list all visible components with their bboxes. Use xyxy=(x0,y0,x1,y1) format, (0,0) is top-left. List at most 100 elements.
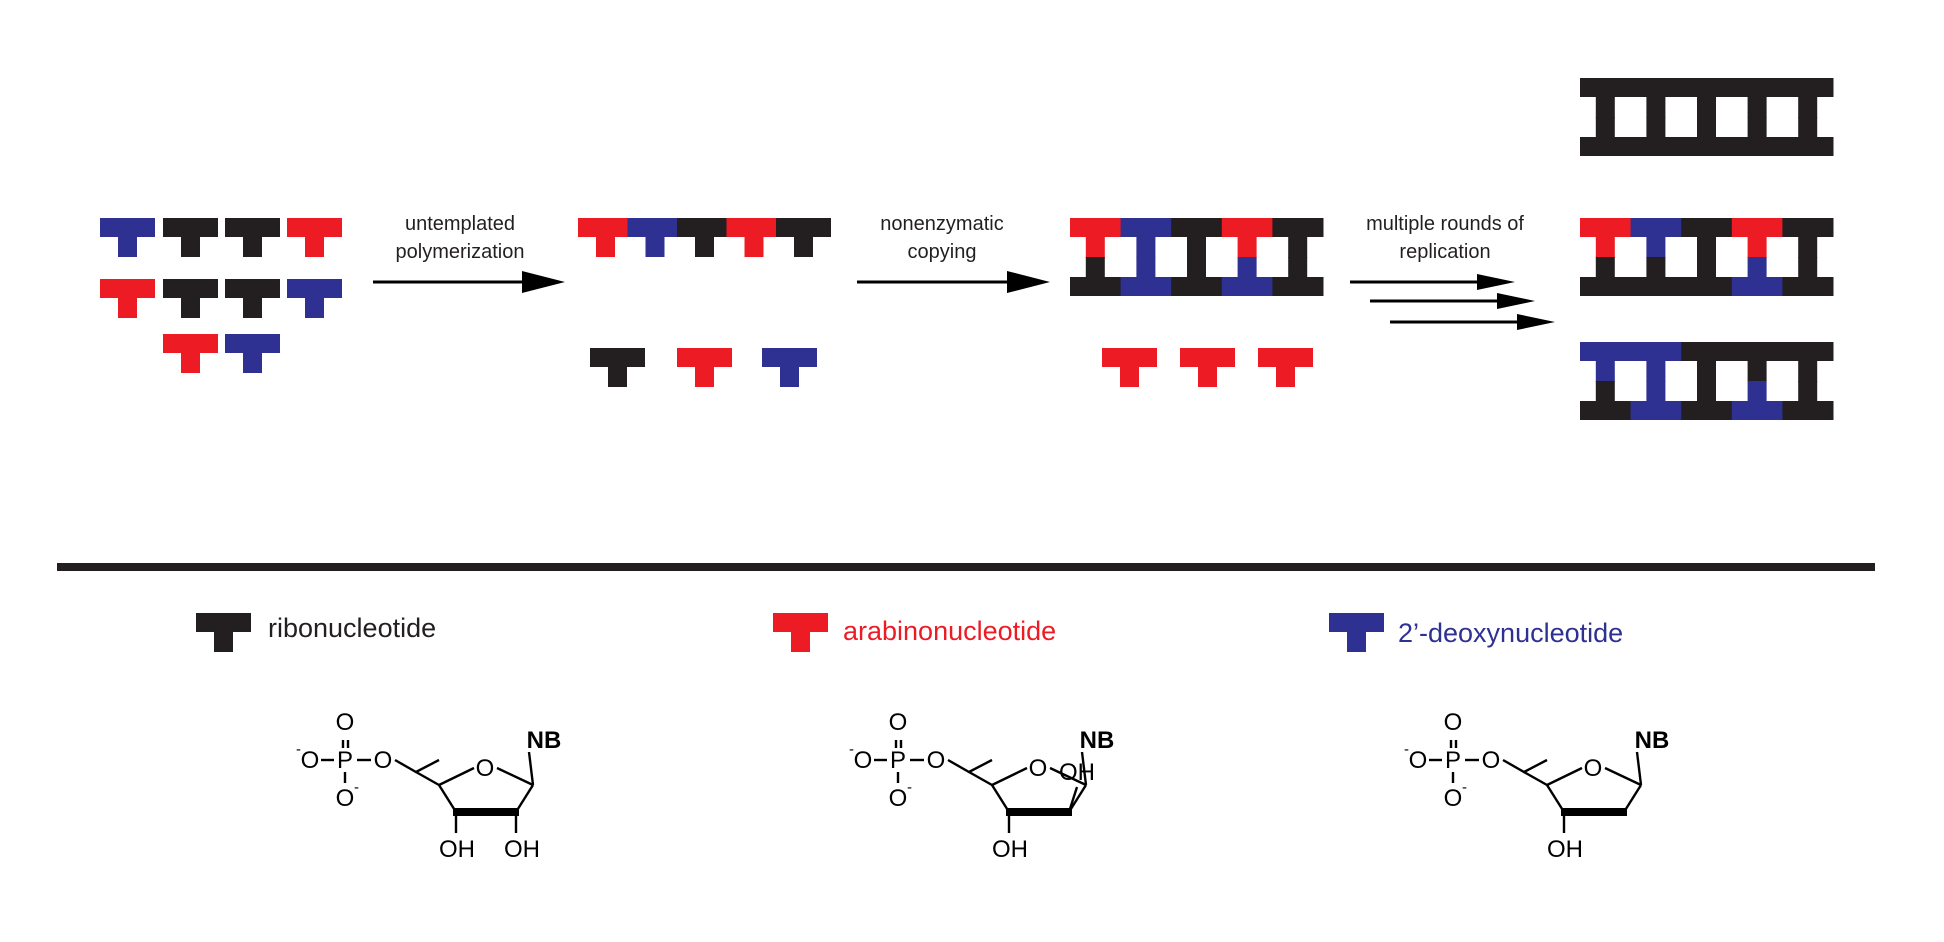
replication-products xyxy=(1580,78,1834,420)
bond xyxy=(438,766,475,787)
free-arabino-tile xyxy=(1102,348,1157,387)
free-ribo-tile xyxy=(590,348,645,387)
phosphorus-atom: P xyxy=(337,747,353,774)
bond xyxy=(1067,784,1088,813)
legend-arabino-icon xyxy=(773,613,828,652)
bond xyxy=(1635,751,1643,786)
pool-arabino-tile xyxy=(100,279,155,318)
product-3-bottom-ribo-unit xyxy=(1580,381,1632,420)
nucleobase-label: NB xyxy=(1635,727,1670,754)
legend-icons xyxy=(196,613,1384,652)
charge-minus: - xyxy=(354,779,359,796)
free-monomers-step3 xyxy=(1102,348,1313,387)
legend-ribo-icon xyxy=(196,613,251,652)
product-2-top-ribo-unit xyxy=(1782,218,1834,258)
bond xyxy=(990,784,1011,813)
bond xyxy=(894,740,903,748)
product-duplex-3 xyxy=(1580,342,1834,420)
nucleobase-label: NB xyxy=(1080,727,1115,754)
duplex-top-ribo-unit xyxy=(1171,218,1223,258)
hydroxyl-3prime: OH xyxy=(992,836,1028,863)
oxygen-atom: O xyxy=(927,747,946,774)
oxygen-atom: O xyxy=(889,709,908,736)
bond xyxy=(496,766,534,787)
product-2-bottom-ribo-unit xyxy=(1782,257,1834,296)
bond xyxy=(1523,770,1548,787)
duplex-top-arabino-unit xyxy=(1221,218,1273,258)
oxygen-atom: O xyxy=(374,747,393,774)
charge-minus: - xyxy=(1462,779,1467,796)
product-3-bottom-deoxy-unit xyxy=(1731,381,1783,420)
pool-deoxy-tile xyxy=(287,279,342,318)
charge-minus: - xyxy=(1404,741,1409,758)
pool-deoxy-tile xyxy=(225,334,280,373)
arrow-step-1 xyxy=(373,271,565,293)
nucleobase-label: NB xyxy=(527,727,562,754)
bond xyxy=(394,758,440,774)
product-2-top-arabino-unit xyxy=(1580,218,1632,258)
free-arabino-tile xyxy=(677,348,732,387)
ring-oxygen-atom: O xyxy=(476,755,495,782)
oxygen-atom: O xyxy=(336,785,355,812)
strand-arabino-unit xyxy=(578,218,633,257)
product-2-bottom-ribo-unit xyxy=(1681,257,1733,296)
pool-ribo-tile xyxy=(163,279,218,318)
phosphorus-atom: P xyxy=(890,747,906,774)
bond xyxy=(1546,766,1583,787)
free-deoxy-tile xyxy=(762,348,817,387)
arrow-step-2 xyxy=(857,271,1050,293)
bond xyxy=(437,784,458,813)
duplex-bottom-deoxy-unit xyxy=(1120,257,1172,296)
hydroxyl-3prime: OH xyxy=(439,836,475,863)
product-1-top-ribo-unit xyxy=(1630,78,1682,118)
oxygen-atom: O xyxy=(854,747,873,774)
strand-ribo-unit xyxy=(776,218,831,257)
product-3-bottom-ribo-unit xyxy=(1681,381,1733,420)
product-3-top-ribo-unit xyxy=(1731,342,1783,382)
oxygen-atom: O xyxy=(1444,785,1463,812)
duplex-bottom-ribo-unit xyxy=(1171,257,1223,296)
hydroxyl-2prime-up: OH xyxy=(1059,759,1095,786)
bond xyxy=(514,784,535,813)
bond xyxy=(1067,786,1079,813)
oxygen-atom: O xyxy=(336,709,355,736)
product-3-top-deoxy-unit xyxy=(1580,342,1632,382)
oxygen-atom: O xyxy=(1409,747,1428,774)
step-2-label-line1: nonenzymatic xyxy=(880,213,1003,235)
charge-minus: - xyxy=(907,779,912,796)
product-2-top-deoxy-unit xyxy=(1630,218,1682,258)
ring-oxygen-atom: O xyxy=(1029,755,1048,782)
product-2-bottom-ribo-unit xyxy=(1630,257,1682,296)
product-duplex-1 xyxy=(1580,78,1834,156)
duplex-bottom-ribo-unit xyxy=(1070,257,1122,296)
product-3-bottom-deoxy-unit xyxy=(1630,381,1682,420)
product-3-top-ribo-unit xyxy=(1782,342,1834,382)
product-2-top-ribo-unit xyxy=(1681,218,1733,258)
product-3-top-deoxy-unit xyxy=(1630,342,1682,382)
duplex-bottom-deoxy-unit xyxy=(1221,257,1273,296)
bond xyxy=(1545,784,1566,813)
product-1-top-ribo-unit xyxy=(1580,78,1632,118)
legend-deoxy-icon xyxy=(1329,613,1384,652)
oxygen-atom: O xyxy=(889,785,908,812)
product-1-bottom-ribo-unit xyxy=(1782,117,1834,156)
bond xyxy=(1080,751,1088,786)
product-3-bottom-ribo-unit xyxy=(1782,381,1834,420)
bond xyxy=(1449,740,1458,748)
bond xyxy=(415,770,440,787)
product-1-bottom-ribo-unit xyxy=(1731,117,1783,156)
hydroxyl-3prime: OH xyxy=(1547,836,1583,863)
pool-ribo-tile xyxy=(225,279,280,318)
product-1-top-ribo-unit xyxy=(1681,78,1733,118)
free-arabino-tile xyxy=(1180,348,1235,387)
step-3-label-line1: multiple rounds of xyxy=(1366,213,1524,235)
strand-deoxy-unit xyxy=(627,218,683,257)
ring-oxygen-atom: O xyxy=(1584,755,1603,782)
pool-arabino-tile xyxy=(163,334,218,373)
bond xyxy=(991,766,1028,787)
bond xyxy=(1604,766,1642,787)
